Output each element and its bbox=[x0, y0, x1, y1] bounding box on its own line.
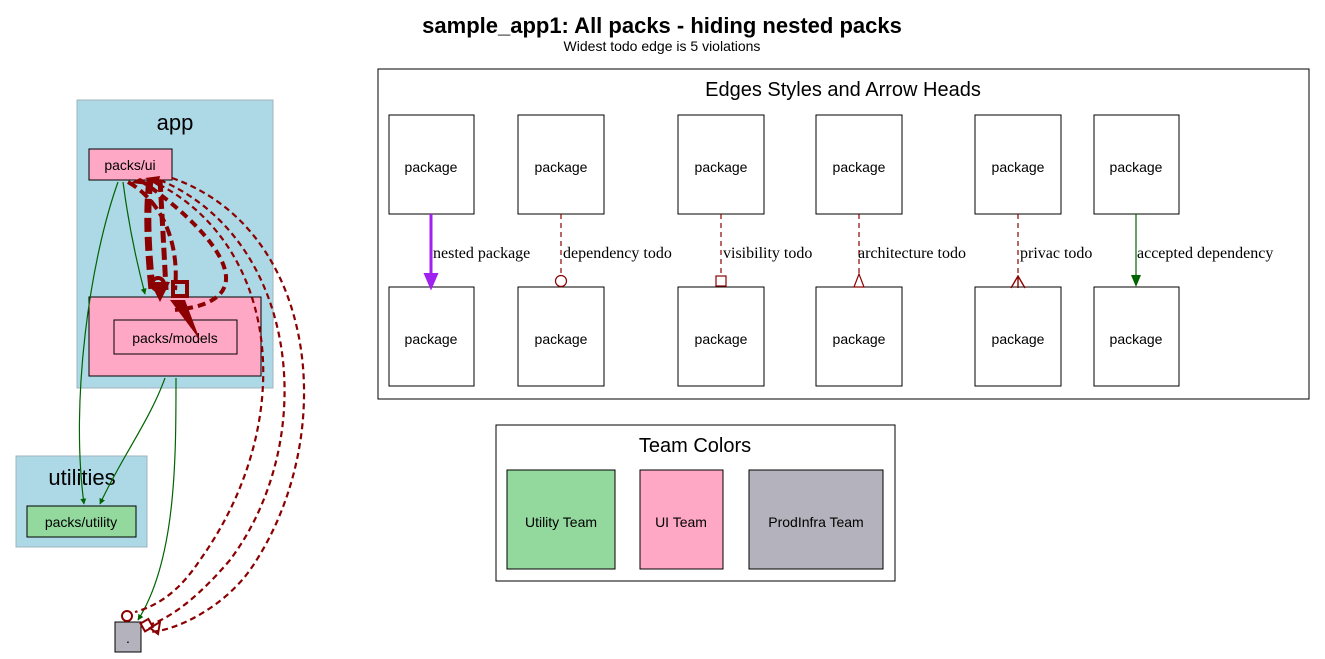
edges-legend-title: Edges Styles and Arrow Heads bbox=[705, 79, 981, 101]
todo-arrowheads bbox=[121, 176, 200, 636]
node-packs-utility[interactable]: packs/utility bbox=[26, 505, 137, 538]
cluster-app-label: app bbox=[157, 110, 194, 135]
edge-ui-to-models bbox=[122, 181, 147, 295]
team-ui-label: UI Team bbox=[655, 514, 707, 530]
legend-accepted-dependency-label: accepted dependency bbox=[1137, 245, 1273, 262]
edge-todo-ui-models-d bbox=[138, 178, 228, 312]
team-ui: UI Team bbox=[639, 469, 724, 570]
edge-models-to-utility bbox=[99, 377, 166, 505]
svg-text:package: package bbox=[695, 159, 748, 175]
edge-todo-ui-root-b bbox=[151, 178, 286, 626]
svg-text:package: package bbox=[405, 159, 458, 175]
legend-privac-todo-label: privac todo bbox=[1020, 245, 1092, 262]
arrowhead-models-circle bbox=[150, 276, 166, 292]
svg-text:package: package bbox=[535, 159, 588, 175]
tail-ui-2 bbox=[145, 176, 160, 186]
team-prodinfra-label: ProdInfra Team bbox=[768, 514, 863, 530]
team-utility: Utility Team bbox=[506, 469, 616, 570]
node-packs-models[interactable]: packs/models bbox=[88, 296, 262, 377]
legend-nested-package-label: nested package bbox=[433, 245, 530, 262]
team-utility-label: Utility Team bbox=[525, 514, 597, 530]
edge-todo-ui-models-c bbox=[127, 180, 178, 291]
edge-todo-ui-root-c bbox=[149, 176, 306, 634]
edges-accepted-dependency bbox=[78, 181, 177, 621]
legend-accepted-dependency: package package accepted dependency bbox=[1093, 114, 1273, 387]
node-packs-models-label: packs/models bbox=[132, 330, 218, 346]
diagram-title: sample_app1: All packs - hiding nested p… bbox=[422, 13, 902, 38]
legend-visibility-todo: package package visibility todo bbox=[677, 114, 812, 387]
legend-architecture-todo-label: architecture todo bbox=[858, 245, 966, 262]
node-packs-ui[interactable]: packs/ui bbox=[88, 148, 173, 181]
tail-ui-1 bbox=[130, 178, 150, 185]
team-legend: Team Colors Utility Team UI Team ProdInf… bbox=[495, 424, 896, 582]
edges-legend: Edges Styles and Arrow Heads package pac… bbox=[377, 68, 1310, 400]
legend-visibility-todo-label: visibility todo bbox=[723, 245, 812, 262]
node-packs-utility-label: packs/utility bbox=[45, 514, 117, 530]
edge-todo-ui-root-a bbox=[134, 179, 265, 614]
arrowhead-root-tri bbox=[148, 620, 162, 636]
team-prodinfra: ProdInfra Team bbox=[748, 469, 884, 570]
node-root-label: . bbox=[126, 630, 130, 646]
legend-dependency-todo-label: dependency todo bbox=[563, 245, 672, 262]
svg-text:package: package bbox=[1110, 159, 1163, 175]
node-root[interactable]: . bbox=[114, 621, 142, 653]
node-packs-ui-label: packs/ui bbox=[104, 157, 155, 173]
arrowhead-models-2 bbox=[170, 300, 200, 340]
arrowhead-root-circle bbox=[121, 610, 133, 622]
svg-text:package: package bbox=[535, 331, 588, 347]
edge-todo-ui-models-b bbox=[157, 179, 169, 291]
arrowhead-models-box bbox=[171, 280, 189, 298]
edges-todo bbox=[127, 176, 306, 634]
svg-text:package: package bbox=[833, 159, 886, 175]
legend-nested-package: package package nested package bbox=[388, 114, 530, 387]
edge-ui-to-utility bbox=[78, 181, 119, 505]
diagram-subtitle: Widest todo edge is 5 violations bbox=[564, 38, 761, 54]
svg-text:package: package bbox=[992, 159, 1045, 175]
legend-dependency-todo: package package dependency todo bbox=[517, 114, 672, 387]
svg-text:package: package bbox=[1110, 331, 1163, 347]
legend-privac-todo: package package privac todo bbox=[974, 114, 1092, 387]
legend-architecture-todo: package package architecture todo bbox=[815, 114, 966, 387]
svg-text:package: package bbox=[992, 331, 1045, 347]
arrowhead-root-box bbox=[139, 617, 155, 633]
team-legend-title: Team Colors bbox=[639, 435, 751, 457]
svg-text:package: package bbox=[833, 331, 886, 347]
edge-todo-ui-models-a bbox=[144, 179, 156, 291]
svg-text:package: package bbox=[695, 331, 748, 347]
svg-text:package: package bbox=[405, 331, 458, 347]
edge-models-to-root bbox=[137, 377, 177, 621]
